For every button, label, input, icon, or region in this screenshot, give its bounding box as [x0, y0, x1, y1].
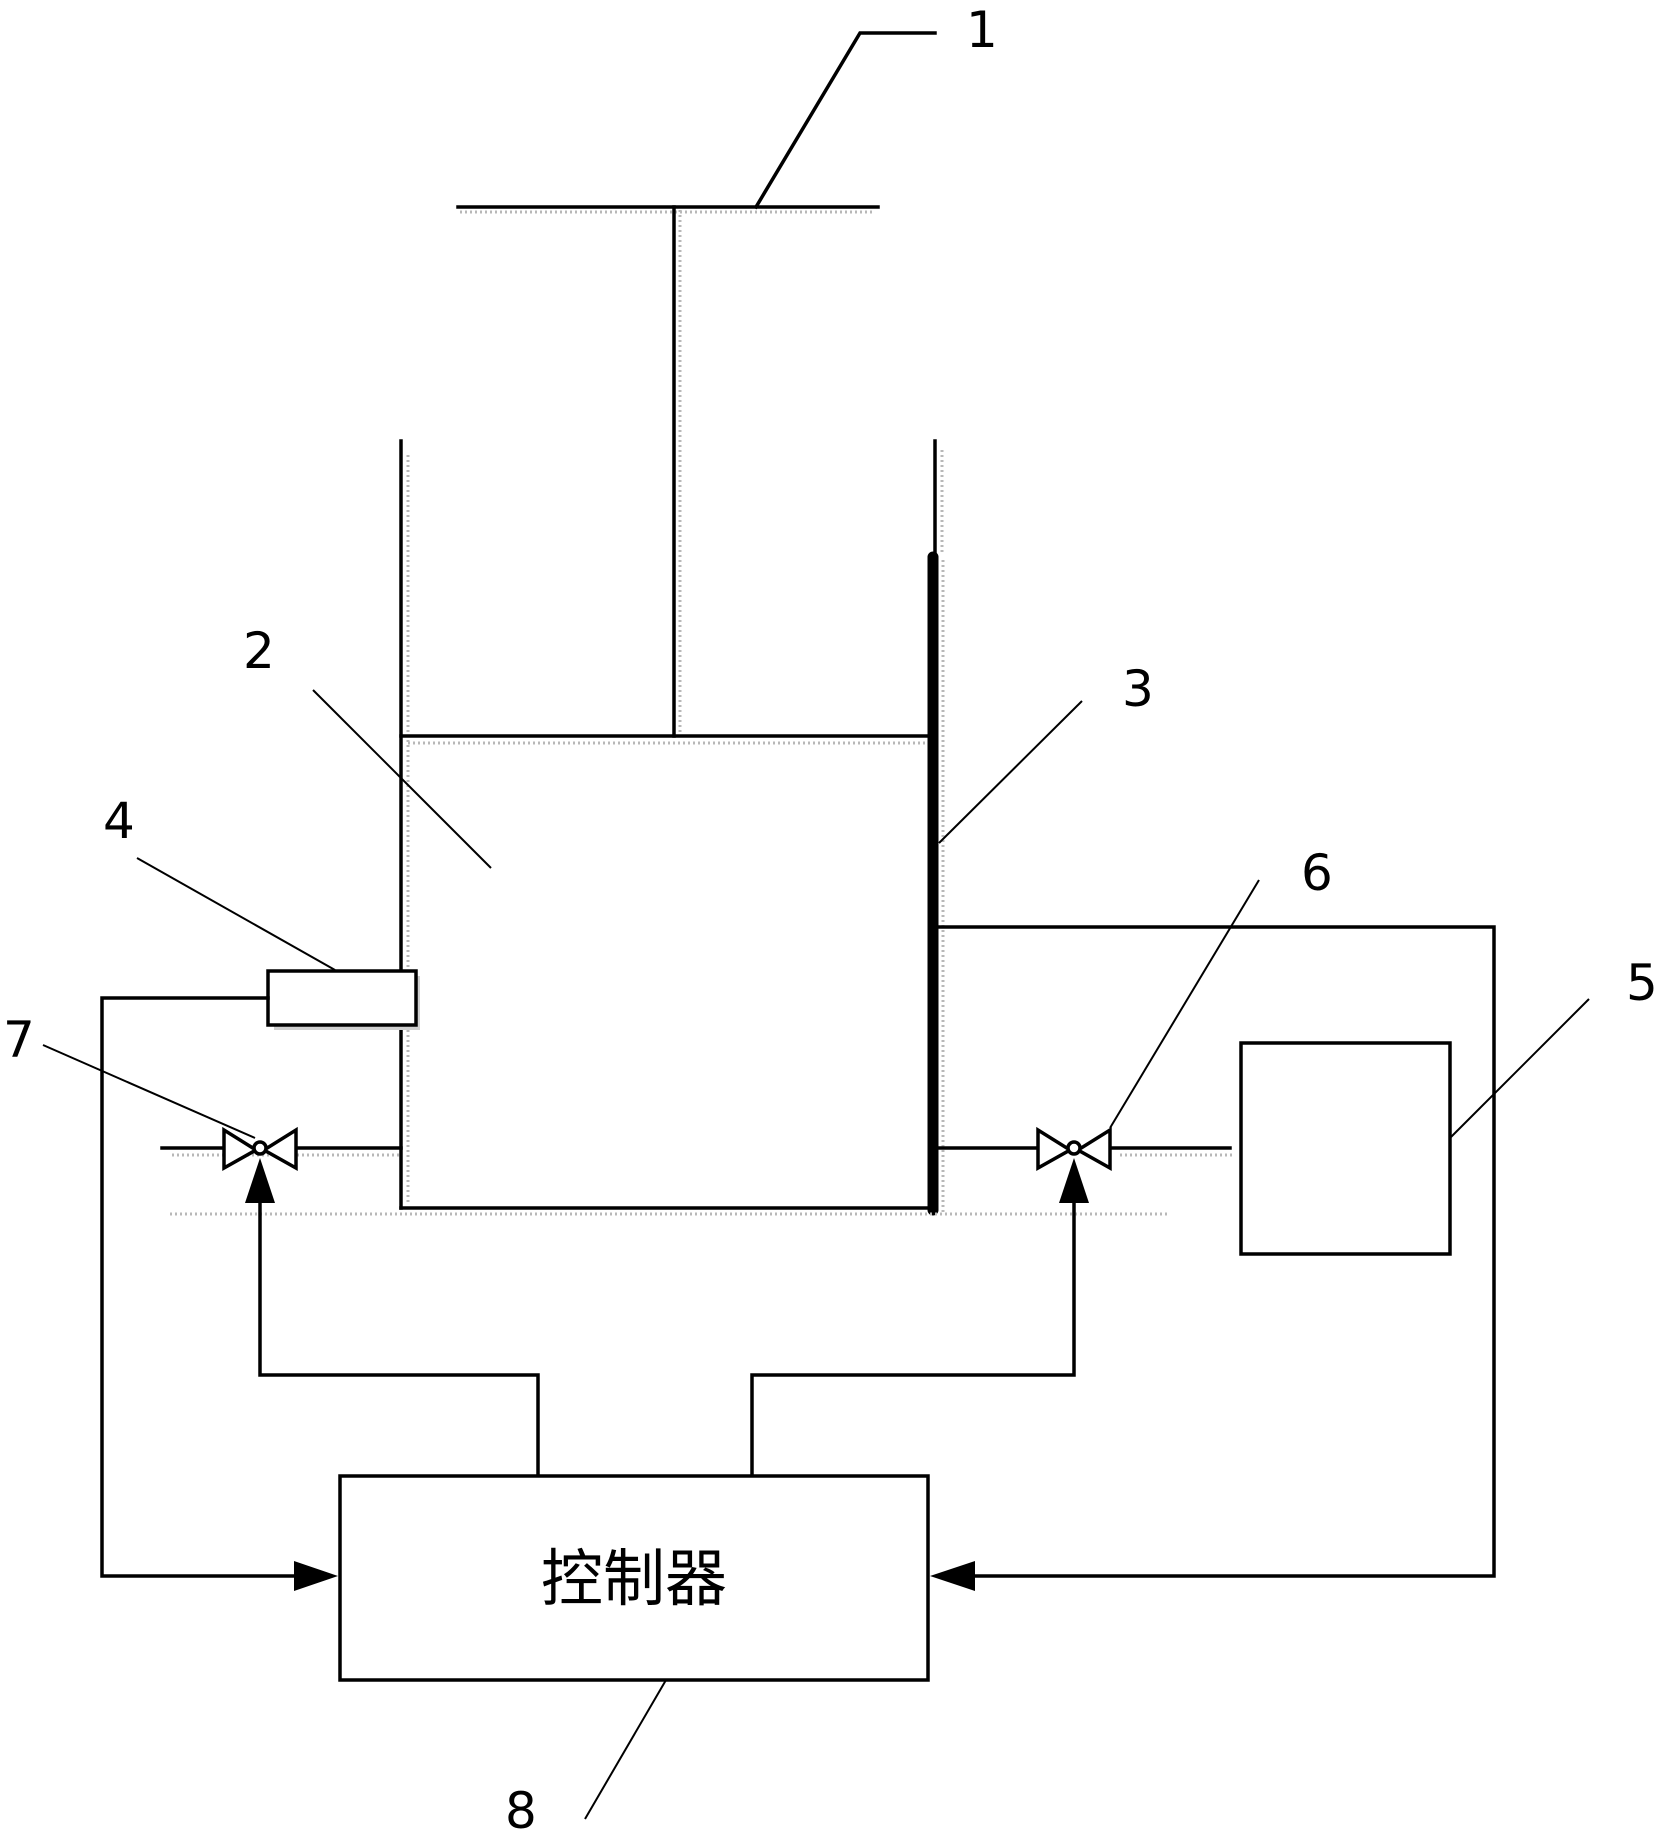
electrode-feedback-line — [930, 925, 1496, 1591]
leader-5 — [1450, 998, 1590, 1138]
inlet-pipe — [160, 1146, 403, 1157]
leader-3 — [938, 700, 1083, 844]
callout-5: 5 — [1626, 954, 1658, 1012]
outlet-valve[interactable] — [1036, 1126, 1112, 1203]
sensor-box — [266, 969, 420, 1030]
callout-7: 7 — [3, 1011, 35, 1069]
top-plate — [456, 205, 880, 214]
leader-6 — [1109, 879, 1260, 1129]
valve6-control-line — [750, 1201, 1076, 1478]
piston-chamber — [170, 734, 1170, 1216]
leader-8 — [584, 1679, 667, 1820]
valve-actuator-arrow-7 — [245, 1158, 275, 1203]
sensor-signal-line — [100, 996, 338, 1591]
leader-1 — [753, 31, 937, 210]
callout-2: 2 — [243, 622, 275, 680]
power-unit-box — [1239, 1041, 1452, 1256]
controller-input-arrow-left — [294, 1561, 338, 1591]
leader-lines — [42, 31, 1590, 1820]
controller-box: 控制器 — [338, 1474, 930, 1682]
outlet-pipe — [936, 1146, 1232, 1157]
controller-input-arrow-right — [930, 1561, 975, 1591]
callout-1: 1 — [966, 1, 998, 59]
callout-8: 8 — [505, 1782, 537, 1831]
piston-rod — [672, 205, 682, 738]
callout-4: 4 — [103, 792, 135, 850]
leader-7 — [42, 1044, 256, 1139]
valve-actuator-arrow-6 — [1059, 1158, 1089, 1203]
electrode-wall — [927, 551, 945, 1216]
callout-3: 3 — [1122, 660, 1154, 718]
inlet-valve[interactable] — [222, 1126, 298, 1203]
callout-6: 6 — [1301, 844, 1333, 902]
leader-2 — [312, 689, 492, 869]
leader-4 — [136, 857, 336, 971]
callout-labels: 1 2 3 4 5 6 7 8 — [3, 1, 1658, 1831]
cylinder-left-wall — [399, 439, 410, 1210]
controller-label: 控制器 — [541, 1542, 727, 1615]
cylinder-right-wall-upper — [933, 439, 944, 557]
valve7-control-line — [258, 1201, 540, 1478]
